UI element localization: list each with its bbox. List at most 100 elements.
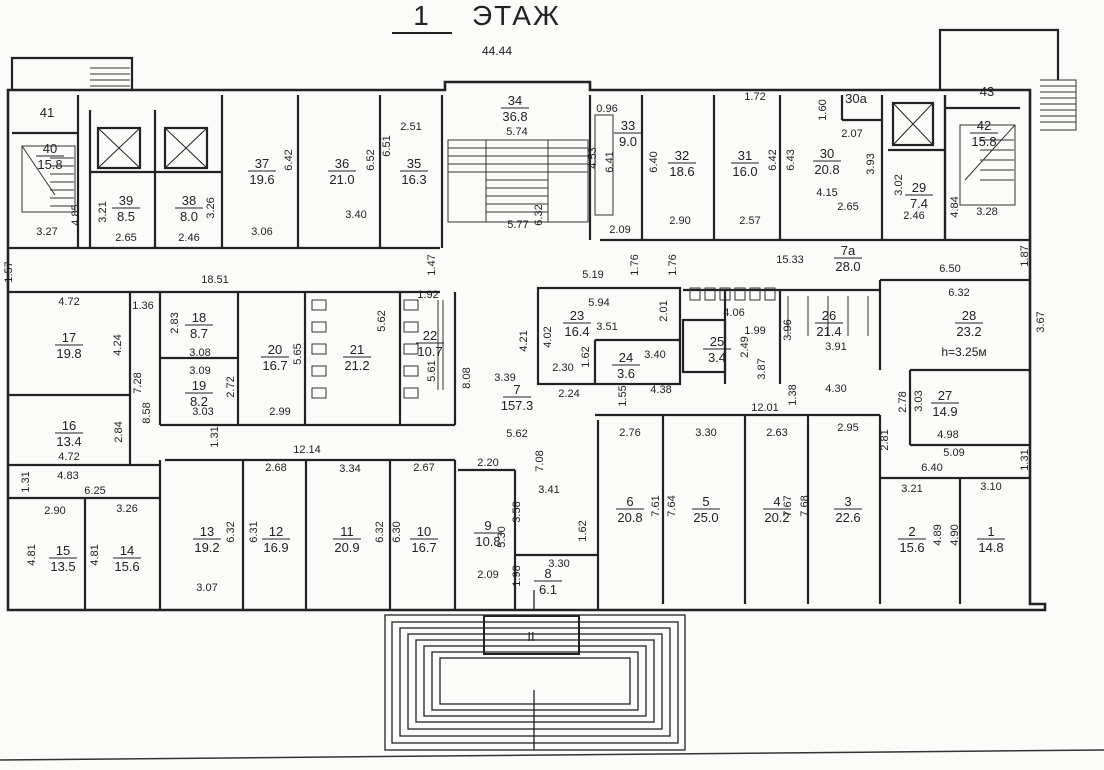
dimension-label: 1.72	[744, 91, 765, 103]
room-area: 10.8	[475, 534, 500, 549]
dimension-label-vertical: 3.96	[782, 319, 794, 340]
room-area: 7.4	[910, 196, 928, 211]
dimension-label: 6.40	[921, 462, 942, 474]
dimension-label: 4.72	[58, 451, 79, 463]
dimension-label-vertical: 1.62	[580, 346, 592, 367]
dimension-label-vertical: 4.90	[949, 524, 961, 545]
dimension-label: 3.30	[695, 427, 716, 439]
room-label: 253.4	[703, 334, 731, 365]
dimension-label: 4.83	[57, 470, 78, 482]
room-area: 13.4	[56, 434, 81, 449]
room-area: 3.6	[617, 366, 635, 381]
dimension-label-vertical: 1.55	[617, 385, 629, 406]
room-number: 23	[570, 308, 584, 323]
room-number: 39	[119, 193, 133, 208]
room-number: 4	[773, 494, 780, 509]
room-label: 43	[980, 84, 994, 99]
dimension-label-vertical: 1.60	[817, 99, 829, 120]
room-number: 30	[820, 146, 834, 161]
room-number: 12	[269, 524, 283, 539]
room-area: 16.9	[263, 540, 288, 555]
dimension-label: 5.62	[506, 428, 527, 440]
dimension-label: 5.19	[582, 269, 603, 281]
dimension-label-vertical: 2.01	[658, 300, 670, 321]
room-area: 23.2	[956, 324, 981, 339]
dimension-label-vertical: 3.87	[756, 358, 768, 379]
dimension-label: 3.40	[644, 349, 665, 361]
room-area: 21.4	[816, 324, 841, 339]
room-number: 30а	[845, 91, 867, 106]
room-area: 16.0	[732, 164, 757, 179]
dimension-label-vertical: 4.84	[949, 196, 961, 217]
room-area: 15.8	[971, 134, 996, 149]
dimension-label-vertical: 7.28	[132, 372, 144, 393]
room-area: 28.0	[835, 259, 860, 274]
room-number: 8	[544, 566, 551, 581]
room-number: 38	[182, 193, 196, 208]
dimension-label: 2.99	[269, 406, 290, 418]
room-area: 19.8	[56, 346, 81, 361]
room-label: 114.8	[977, 524, 1005, 555]
dimension-label-vertical: 6.40	[648, 151, 660, 172]
dimension-label: 3.30	[548, 558, 569, 570]
dimension-label: 6.25	[84, 485, 105, 497]
dimension-label-vertical: 2.83	[169, 312, 181, 333]
room-label: 30а	[845, 91, 867, 106]
room-number: 2	[908, 524, 915, 539]
dimension-label-vertical: 4.85	[70, 204, 82, 225]
room-label: 297.4	[905, 180, 933, 211]
dimension-label-vertical: 3.26	[205, 197, 217, 218]
room-area: 14.9	[932, 404, 957, 419]
dimension-label: 3.27	[36, 226, 57, 238]
ground-line	[0, 749, 1104, 761]
dimension-label: 2.65	[837, 201, 858, 213]
dimension-label: 3.40	[345, 209, 366, 221]
dimension-label-vertical: 1.38	[787, 384, 799, 405]
dimension-label-vertical: 6.32	[374, 521, 386, 542]
dimension-label: 2.57	[739, 215, 760, 227]
dimension-label-vertical: 3.03	[913, 390, 925, 411]
room-number: 31	[738, 148, 752, 163]
room-area: 22.6	[835, 510, 860, 525]
room-number: 35	[407, 156, 421, 171]
dimension-label-vertical: 1.62	[577, 520, 589, 541]
dimension-label: 4.15	[816, 187, 837, 199]
sanitary-fixtures	[311, 287, 869, 399]
room-area: 20.8	[617, 510, 642, 525]
room-area: 21.0	[329, 172, 354, 187]
dimension-label: 3.39	[494, 372, 515, 384]
dimension-label-vertical: 6.30	[391, 521, 403, 542]
dimension-label-vertical: 6.52	[365, 149, 377, 170]
room-label: 322.6	[834, 494, 862, 525]
dimension-label: 12.01	[751, 402, 779, 414]
dimension-label: 1.99	[744, 325, 765, 337]
room-area: 20.9	[334, 540, 359, 555]
dimension-label-vertical: 2.78	[897, 391, 909, 412]
room-number: 7	[513, 382, 520, 397]
room-area: 8.2	[190, 394, 208, 409]
room-area: 8.7	[190, 326, 208, 341]
dimension-label-vertical: 5.65	[292, 343, 304, 364]
dimension-label: 5.94	[588, 297, 609, 309]
dimension-label-vertical: 6.51	[381, 135, 393, 156]
room-number: 26	[822, 308, 836, 323]
room-area: 157.3	[501, 398, 534, 413]
entrance-label: II	[527, 629, 534, 644]
dimension-label: 4.06	[723, 307, 744, 319]
room-area: 14.8	[978, 540, 1003, 555]
dimension-label: 3.51	[596, 321, 617, 333]
dimension-label-vertical: 4.81	[26, 544, 38, 565]
dimension-label: 2.63	[766, 427, 787, 439]
room-number: 10	[417, 524, 431, 539]
